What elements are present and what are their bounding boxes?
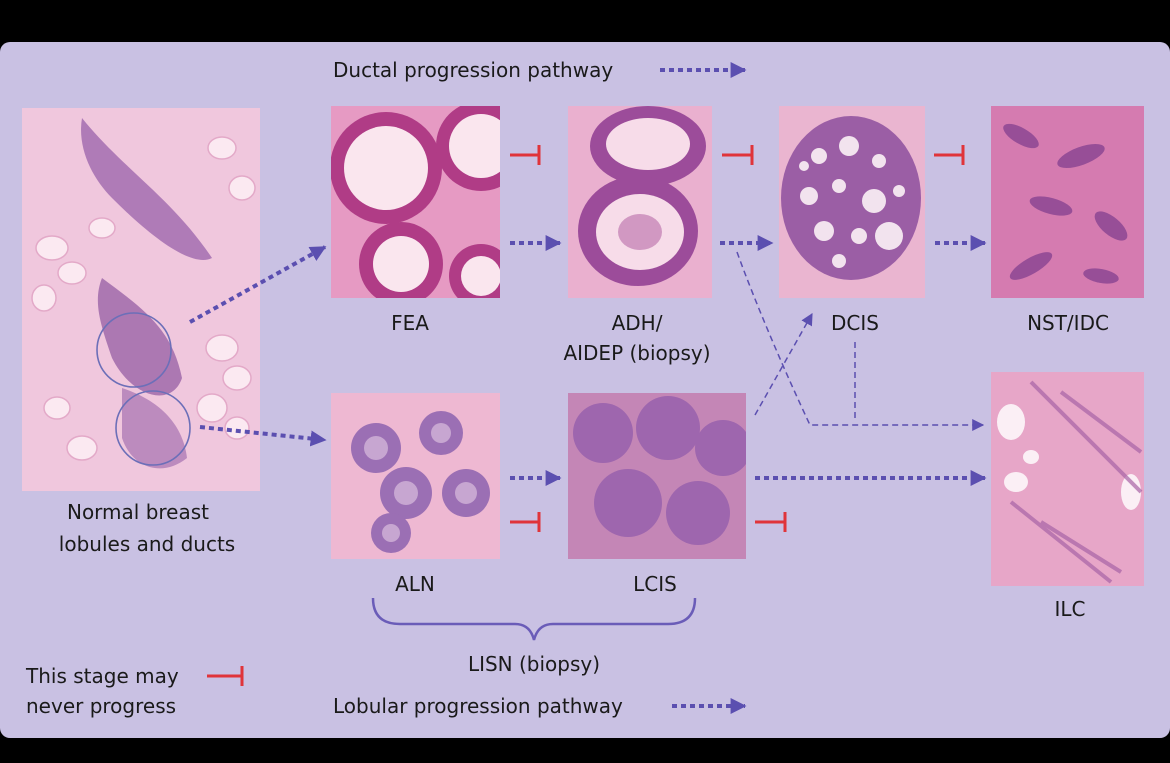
- aln-image: [331, 393, 500, 559]
- dcis-label: DCIS: [831, 311, 879, 335]
- dcis-image: [779, 106, 925, 298]
- ilc-image: [991, 372, 1144, 586]
- lisn-brace: [371, 597, 697, 641]
- legend-label-line2: never progress: [26, 694, 177, 718]
- lisn-label: LISN (biopsy): [467, 652, 601, 676]
- stop-icon-fea: [510, 145, 541, 165]
- pathway-diagram: Ductal progression pathway Normal breast…: [0, 42, 1170, 738]
- nst-idc-label: NST/IDC: [1027, 311, 1109, 335]
- normal-to-aln-arrow: [199, 425, 327, 447]
- fea-label: FEA: [391, 311, 429, 335]
- lcis-to-dcis-arrow: [754, 312, 813, 416]
- aln-label: ALN: [395, 572, 435, 596]
- stop-icon-legend: [207, 666, 244, 686]
- ductal-pathway-label: Ductal progression pathway: [333, 58, 614, 82]
- normal-breast-image: [22, 108, 260, 491]
- lcis-label: LCIS: [633, 572, 677, 596]
- nst-idc-image: [991, 106, 1144, 298]
- stop-icon-lcis: [755, 512, 787, 532]
- normal-to-fea-arrow: [189, 245, 327, 324]
- adh-image: [568, 106, 712, 298]
- stop-icon-aln: [510, 512, 541, 532]
- adh-to-ilc-arrow: [736, 251, 985, 431]
- stop-icon-adh: [722, 145, 754, 165]
- legend-label: This stage may: [26, 664, 179, 688]
- lcis-image: [568, 393, 746, 559]
- lobular-pathway-label: Lobular progression pathway: [333, 694, 623, 718]
- fea-image: [331, 106, 500, 298]
- adh-label: ADH/: [611, 311, 663, 335]
- stop-icon-dcis: [934, 145, 965, 165]
- normal-breast-label: Normal breast: [66, 500, 210, 524]
- adh-label-line2: AIDEP (biopsy): [563, 341, 711, 365]
- connectors: [189, 62, 987, 714]
- ilc-label: ILC: [1054, 597, 1086, 621]
- normal-breast-label-line2: lobules and ducts: [58, 532, 236, 556]
